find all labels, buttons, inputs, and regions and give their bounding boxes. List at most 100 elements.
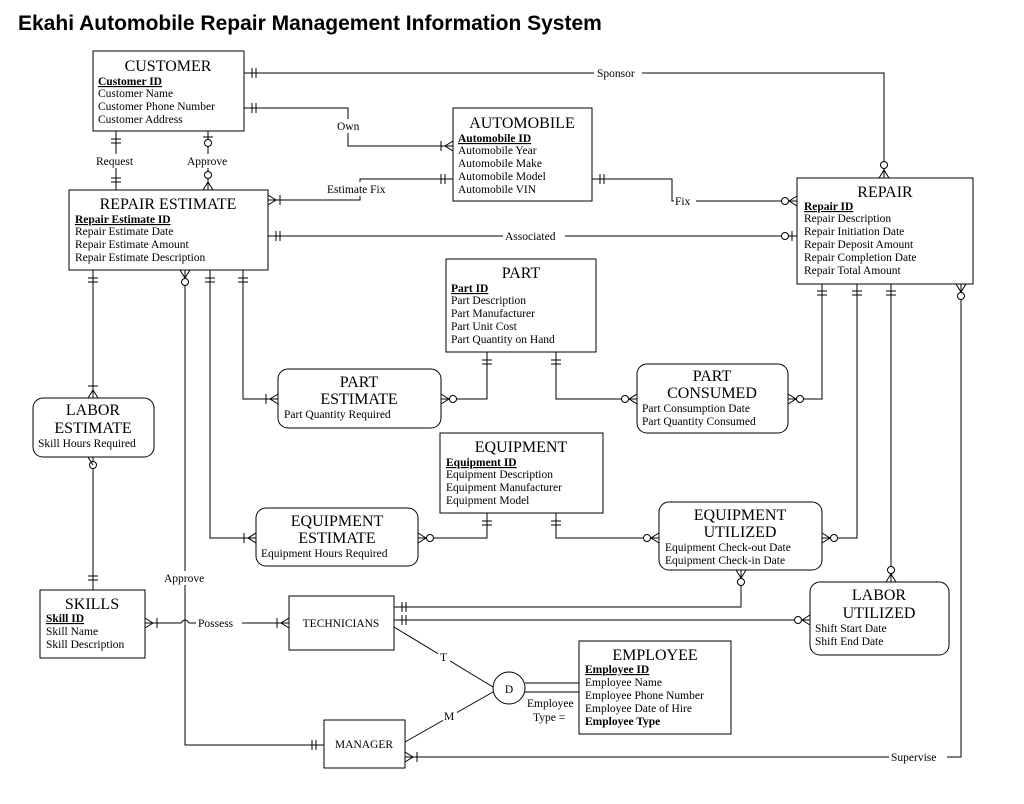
entity-manager-title: MANAGER	[335, 739, 393, 751]
entity-labor-utilized-title: UTILIZED	[843, 605, 916, 622]
page-title: Ekahi Automobile Repair Management Infor…	[18, 12, 602, 35]
entity-equipment-utilized-attr: Equipment Check-out Date	[665, 542, 791, 554]
entity-repair-estimate-attr: Repair Estimate Date	[75, 226, 173, 238]
line-part-part-estimate	[441, 352, 488, 400]
entity-automobile: AUTOMOBILE Automobile ID Automobile Year…	[452, 107, 593, 202]
line-possess	[145, 619, 289, 624]
relationship-labels: Sponsor Own Request Approve Estimate Fix…	[94, 66, 947, 764]
entity-part-estimate-attr: Part Quantity Required	[284, 409, 391, 421]
line-supervise	[405, 284, 962, 758]
entity-repair-key: Repair ID	[804, 201, 853, 213]
entity-equipment-utilized: EQUIPMENT UTILIZED Equipment Check-out D…	[658, 501, 823, 571]
entity-skills-title: SKILLS	[65, 596, 119, 613]
entity-skills-attr: Skill Description	[46, 639, 125, 651]
label-estimate-fix: Estimate Fix	[327, 184, 386, 196]
entity-part-estimate: PART ESTIMATE Part Quantity Required	[277, 368, 442, 429]
entity-automobile-attr: Automobile Make	[458, 158, 542, 170]
entity-labor-estimate-attr: Skill Hours Required	[38, 438, 136, 450]
entity-automobile-attr: Automobile Model	[458, 171, 546, 183]
line-equipment-equipment-estimate	[418, 513, 488, 539]
entity-part-consumed-title: PART	[693, 368, 732, 385]
entity-repair-estimate-title: REPAIR ESTIMATE	[100, 196, 237, 213]
entity-employee-discriminator: Employee Type	[585, 716, 660, 728]
entity-equipment-estimate: EQUIPMENT ESTIMATE Equipment Hours Requi…	[255, 507, 419, 567]
entity-repair-title: REPAIR	[857, 184, 913, 201]
entity-automobile-attr: Automobile VIN	[458, 184, 537, 196]
entity-repair-estimate-attr: Repair Estimate Description	[75, 252, 206, 264]
line-approve-left	[184, 270, 324, 746]
entity-equipment-attr: Equipment Model	[446, 495, 529, 507]
line-part-part-consumed	[555, 352, 637, 400]
label-approve-top: Approve	[187, 156, 227, 168]
entity-equipment-estimate-title: ESTIMATE	[298, 530, 375, 547]
line-sponsor	[244, 72, 885, 178]
entity-employee-title: EMPLOYEE	[612, 647, 697, 664]
line-re-part-estimate	[242, 270, 278, 400]
entity-equipment-title: EQUIPMENT	[475, 439, 568, 456]
label-subtype-m: M	[444, 711, 454, 723]
entity-equipment-attr: Equipment Description	[446, 469, 553, 481]
entity-equipment-utilized-title: EQUIPMENT	[694, 507, 787, 524]
entity-automobile-key: Automobile ID	[458, 133, 531, 145]
entity-equipment-estimate-title: EQUIPMENT	[291, 513, 384, 530]
entity-repair-estimate-key: Repair Estimate ID	[75, 214, 171, 226]
label-sponsor: Sponsor	[597, 68, 635, 80]
entity-customer-attr: Customer Address	[98, 114, 183, 126]
entity-automobile-title: AUTOMOBILE	[469, 115, 574, 132]
entity-skills-key: Skill ID	[46, 613, 84, 625]
entity-technicians-title: TECHNICIANS	[303, 618, 380, 630]
entity-repair-estimate: REPAIR ESTIMATE Repair Estimate ID Repai…	[68, 189, 269, 271]
label-own: Own	[337, 121, 360, 133]
entity-part: PART Part ID Part Description Part Manuf…	[445, 258, 597, 353]
entity-customer-attr: Customer Name	[98, 88, 173, 100]
entity-equipment: EQUIPMENT Equipment ID Equipment Descrip…	[439, 432, 604, 514]
entity-part-attr: Part Quantity on Hand	[451, 334, 555, 346]
entity-part-attr: Part Manufacturer	[451, 308, 535, 320]
entity-part-title: PART	[502, 265, 541, 282]
label-fix: Fix	[675, 196, 691, 208]
entity-part-consumed-attr: Part Quantity Consumed	[642, 416, 756, 428]
entity-skills: SKILLS Skill ID Skill Name Skill Descrip…	[39, 589, 146, 659]
label-supervise: Supervise	[891, 752, 936, 764]
entity-equipment-estimate-attr: Equipment Hours Required	[261, 548, 388, 560]
entity-labor-utilized-title: LABOR	[852, 587, 907, 604]
entity-employee: EMPLOYEE Employee ID Employee Name Emplo…	[578, 640, 732, 735]
line-repair-part-consumed	[788, 284, 823, 400]
entity-customer-key: Customer ID	[98, 76, 162, 88]
entity-customer-attr: Customer Phone Number	[98, 101, 215, 113]
entity-automobile-attr: Automobile Year	[458, 145, 537, 157]
entity-customer: CUSTOMER Customer ID Customer Name Custo…	[92, 50, 245, 132]
entity-repair: REPAIR Repair ID Repair Description Repa…	[796, 177, 974, 285]
entity-repair-attr: Repair Deposit Amount	[804, 239, 914, 251]
entity-employee-attr: Employee Phone Number	[585, 690, 704, 702]
entity-equipment-utilized-title: UTILIZED	[704, 524, 777, 541]
entity-equipment-attr: Equipment Manufacturer	[446, 482, 562, 494]
line-re-equipment-estimate	[209, 270, 256, 539]
label-approve-left: Approve	[164, 573, 204, 585]
label-subtype-t: T	[440, 652, 447, 664]
entity-equipment-key: Equipment ID	[446, 457, 517, 469]
entity-manager: MANAGER	[323, 719, 406, 769]
entity-part-estimate-title: ESTIMATE	[320, 391, 397, 408]
label-request: Request	[96, 156, 134, 168]
entity-employee-key: Employee ID	[585, 664, 649, 676]
entity-labor-utilized: LABOR UTILIZED Shift Start Date Shift En…	[809, 581, 950, 656]
entity-labor-utilized-attr: Shift End Date	[815, 636, 883, 648]
entity-part-key: Part ID	[451, 283, 488, 295]
entity-employee-attr: Employee Date of Hire	[585, 703, 692, 715]
entity-labor-utilized-attr: Shift Start Date	[815, 623, 887, 635]
entity-customer-title: CUSTOMER	[125, 58, 212, 75]
entity-repair-attr: Repair Initiation Date	[804, 226, 904, 238]
entity-part-consumed-attr: Part Consumption Date	[642, 403, 750, 415]
entity-employee-attr: Employee Name	[585, 677, 662, 689]
line-fix	[592, 178, 797, 202]
entity-skills-attr: Skill Name	[46, 626, 98, 638]
entity-technicians: TECHNICIANS	[288, 595, 395, 651]
entity-part-consumed-title: CONSUMED	[667, 385, 757, 402]
entity-part-attr: Part Unit Cost	[451, 321, 518, 333]
entity-labor-estimate-title: ESTIMATE	[54, 420, 131, 437]
cardinality-marks	[87, 68, 967, 763]
disjoint-circle	[492, 671, 526, 705]
entity-repair-estimate-attr: Repair Estimate Amount	[75, 239, 190, 251]
